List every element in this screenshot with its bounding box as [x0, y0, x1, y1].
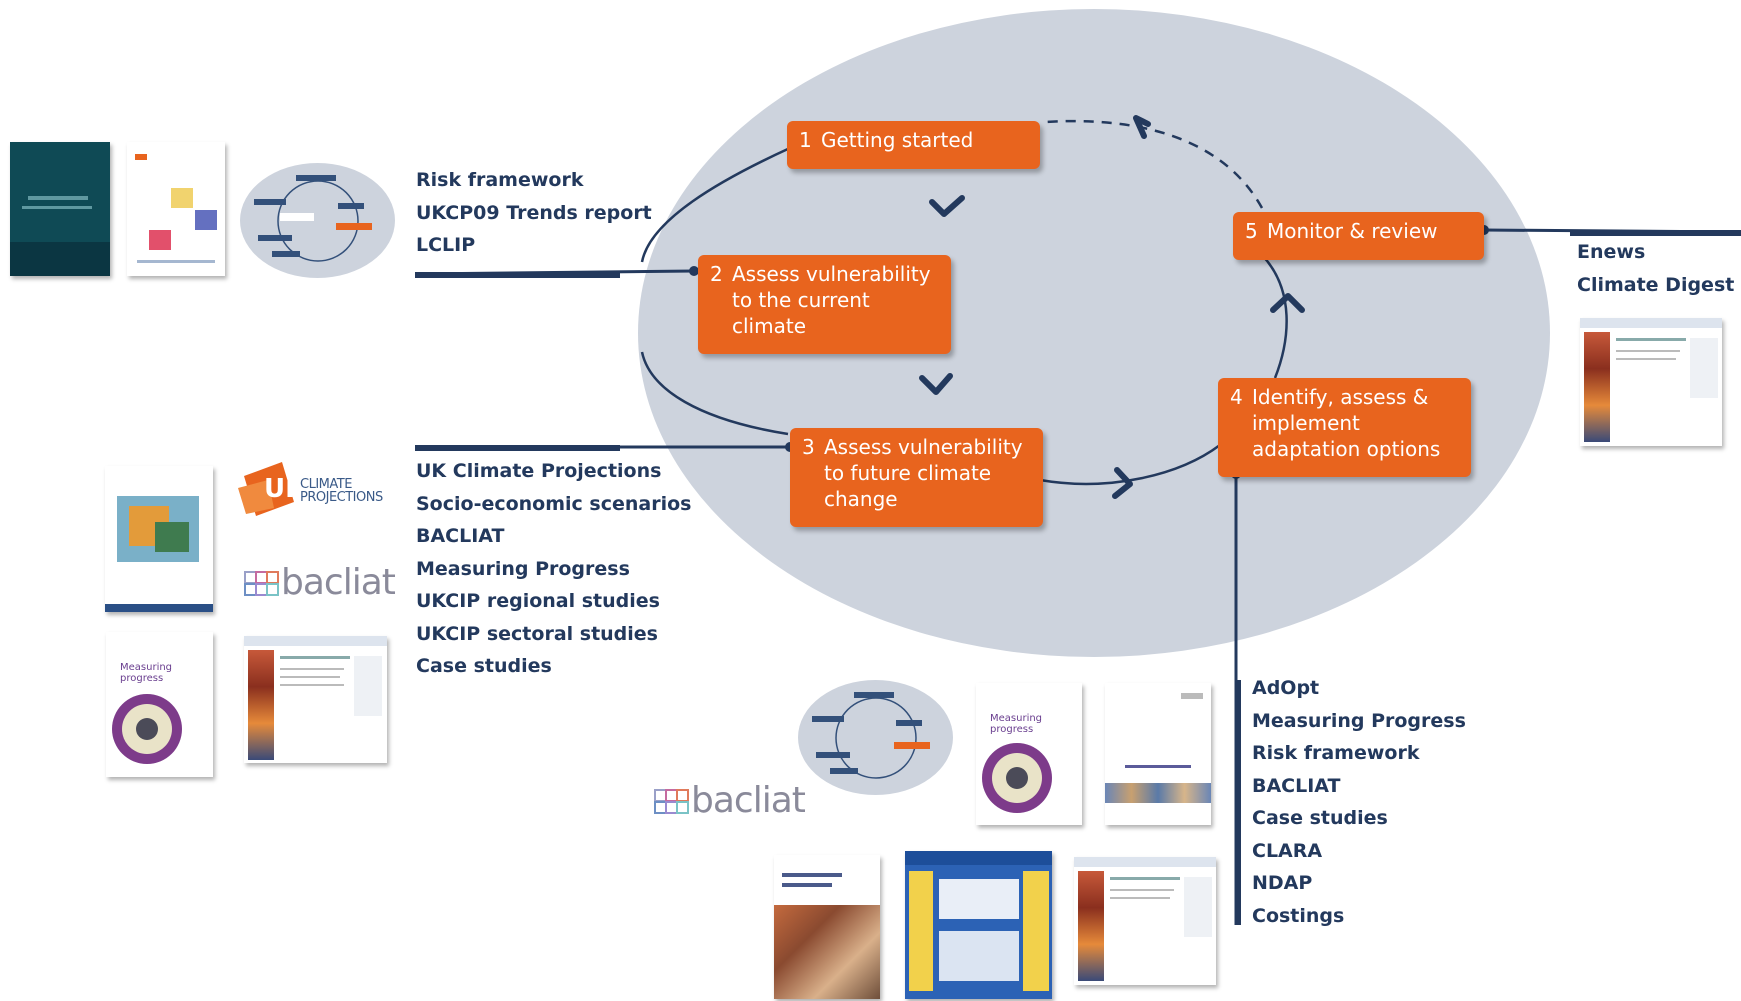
- resource-link[interactable]: AdOpt: [1252, 677, 1320, 699]
- arc-5-to-1-dashed: [1044, 119, 1264, 209]
- report-cover-buildings[interactable]: [774, 855, 880, 999]
- mini-cycle-icon: [254, 175, 372, 262]
- wizard-cycle-thumbnail[interactable]: [240, 163, 395, 278]
- resource-link[interactable]: NDAP: [1252, 872, 1313, 894]
- website-screenshot-blue[interactable]: [905, 851, 1052, 999]
- arc-1-to-2: [640, 146, 791, 263]
- step-5-box[interactable]: 5 Monitor & review: [1233, 212, 1484, 260]
- website-screenshot-enews[interactable]: [1580, 318, 1722, 446]
- measuring-progress-cover-title: Measuring progress: [990, 713, 1043, 735]
- bacliat-squares-icon: [654, 789, 689, 815]
- report-cover-teal[interactable]: [10, 142, 110, 276]
- resource-link[interactable]: UKCIP regional studies: [416, 590, 660, 612]
- resource-link[interactable]: Case studies: [416, 655, 552, 677]
- step-number: 1: [799, 128, 812, 152]
- arrow-icon-4: [1270, 293, 1305, 313]
- bacliat-squares-icon: [244, 571, 279, 597]
- wizard-cycle-thumbnail-2[interactable]: [798, 680, 953, 795]
- resource-link[interactable]: Measuring Progress: [1252, 709, 1466, 732]
- bacliat-logo-text: bacliat: [281, 562, 396, 603]
- arc-2-to-3: [640, 351, 789, 436]
- resource-link[interactable]: LCLIP: [416, 234, 476, 256]
- step-number: 5: [1245, 219, 1258, 243]
- report-cover-projections[interactable]: [105, 466, 213, 612]
- step-label: Getting started: [821, 128, 974, 152]
- ukcp-logo: UK CLIMATE PROJECTIONS: [238, 458, 398, 528]
- resource-link[interactable]: Costings: [1252, 904, 1345, 927]
- resources-step3: UK Climate Projections Socio-economic sc…: [416, 455, 691, 683]
- bacliat-logo: bacliat: [244, 562, 396, 603]
- step-label: Identify, assess & implement adaptation …: [1252, 385, 1441, 461]
- ukcp-logo-uk: UK: [264, 474, 306, 504]
- resource-link[interactable]: Risk framework: [1252, 742, 1420, 764]
- mini-cycle-icon: [812, 692, 930, 779]
- step-number: 3: [802, 435, 815, 459]
- step-4-box[interactable]: 4 Identify, assess & implement adaptatio…: [1218, 378, 1471, 477]
- step-label: Assess vulnerability to future climate c…: [824, 435, 1023, 511]
- resource-link[interactable]: Climate Digest: [1577, 273, 1735, 296]
- bacliat-logo-text: bacliat: [691, 780, 806, 821]
- resource-link[interactable]: Case studies: [1252, 807, 1388, 829]
- step-label: Assess vulnerability to the current clim…: [732, 262, 931, 338]
- resource-link[interactable]: UKCP09 Trends report: [416, 201, 652, 224]
- arc-4-to-5: [1261, 254, 1288, 379]
- resource-link[interactable]: Socio-economic scenarios: [416, 492, 692, 515]
- resource-link[interactable]: UKCIP sectoral studies: [416, 622, 658, 645]
- step-1-box[interactable]: 1 Getting started: [787, 121, 1040, 169]
- resource-link[interactable]: Enews: [1577, 241, 1646, 263]
- resource-link[interactable]: BACLIAT: [416, 525, 505, 547]
- resources-step5: Enews Climate Digest: [1577, 236, 1734, 301]
- report-cover-squares[interactable]: [127, 142, 225, 276]
- arrow-icon-1: [929, 195, 965, 217]
- ukcp-mark-icon: [238, 462, 294, 516]
- arrow-icon-5: [1133, 115, 1151, 139]
- resource-link[interactable]: UK Climate Projections: [416, 460, 662, 482]
- ukcp-logo-text: CLIMATE PROJECTIONS: [300, 477, 383, 505]
- resource-link[interactable]: Measuring Progress: [416, 557, 630, 580]
- resources-step4: AdOpt Measuring Progress Risk framework …: [1252, 672, 1466, 932]
- website-screenshot-1[interactable]: [244, 636, 387, 763]
- step-2-box[interactable]: 2 Assess vulnerability to the current cl…: [698, 255, 951, 354]
- step-number: 4: [1230, 385, 1243, 409]
- report-cover-measuring-progress-2[interactable]: Measuring progress: [976, 683, 1082, 825]
- step-number: 2: [710, 262, 723, 286]
- arc-3-to-4: [1039, 443, 1221, 486]
- arrow-icon-2: [919, 373, 953, 395]
- report-cover-measuring-progress[interactable]: Measuring progress: [106, 632, 213, 777]
- resource-link[interactable]: CLARA: [1252, 839, 1323, 862]
- report-cover-white[interactable]: [1105, 683, 1211, 825]
- measuring-progress-cover-title: Measuring progress: [120, 662, 173, 684]
- resource-link[interactable]: BACLIAT: [1252, 774, 1341, 797]
- step-3-box[interactable]: 3 Assess vulnerability to future climate…: [790, 428, 1043, 527]
- bacliat-logo-2: bacliat: [654, 780, 806, 821]
- step-label: Monitor & review: [1267, 219, 1438, 243]
- resources-step2: Risk framework UKCP09 Trends report LCLI…: [416, 164, 652, 262]
- website-screenshot-2[interactable]: [1074, 857, 1216, 985]
- resource-link[interactable]: Risk framework: [416, 169, 584, 191]
- arrow-icon-3: [1112, 467, 1133, 499]
